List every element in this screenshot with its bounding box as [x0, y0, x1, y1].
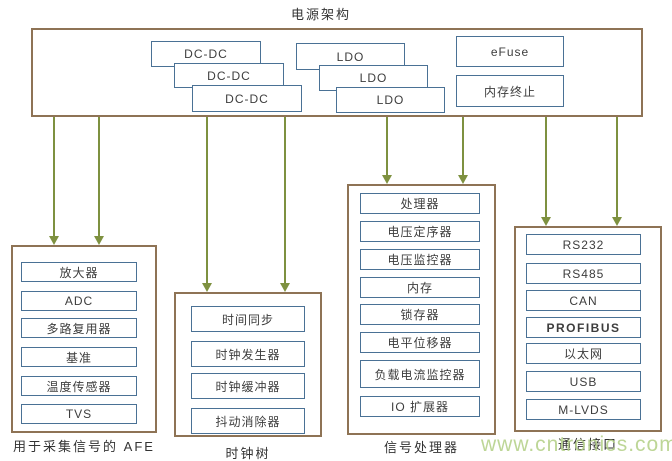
block-amplifier: 放大器 — [21, 262, 137, 282]
block-latch: 锁存器 — [360, 304, 480, 325]
arrow-to-comm-interface-1 — [540, 117, 551, 226]
group-afe-label: 用于采集信号的 AFE — [13, 439, 155, 454]
arrow-to-comm-interface-2 — [611, 117, 622, 226]
diagram-title: 电源架构 — [290, 7, 351, 22]
block-jitter-cleaner: 抖动消除器 — [191, 408, 305, 434]
cntronics-watermark: www.cntronics.com — [481, 433, 672, 456]
group-afe: 放大器 ADC 多路复用器 基准 温度传感器 TVS — [11, 245, 157, 433]
block-clock-generator: 时钟发生器 — [191, 341, 305, 367]
block-can: CAN — [526, 290, 641, 311]
block-io-expander: IO 扩展器 — [360, 396, 480, 417]
block-level-shifter: 电平位移器 — [360, 332, 480, 353]
group-comm-interface: RS232 RS485 CAN PROFIBUS 以太网 USB M-LVDS — [514, 226, 662, 432]
block-rs485: RS485 — [526, 263, 641, 284]
group-comm-interface-label: 通信接口 — [557, 437, 618, 452]
block-reference: 基准 — [21, 347, 137, 367]
efuse-block: eFuse — [456, 36, 564, 67]
block-multiplexer: 多路复用器 — [21, 318, 137, 338]
block-voltage-sequencer: 电压定序器 — [360, 221, 480, 242]
arrow-to-signal-processor-1 — [381, 117, 392, 184]
block-tvs: TVS — [21, 404, 137, 424]
dcdc-block-3: DC-DC — [192, 85, 302, 112]
block-memory: 内存 — [360, 277, 480, 298]
arrow-to-clock-tree-1 — [201, 117, 212, 292]
block-adc: ADC — [21, 291, 137, 311]
block-ethernet: 以太网 — [526, 343, 641, 364]
block-profibus: PROFIBUS — [526, 317, 641, 338]
block-temp-sensor: 温度传感器 — [21, 376, 137, 396]
block-time-sync: 时间同步 — [191, 306, 305, 332]
block-load-current-monitor: 负载电流监控器 — [360, 360, 480, 388]
block-rs232: RS232 — [526, 234, 641, 255]
ldo-block-3: LDO — [336, 87, 445, 113]
block-processor: 处理器 — [360, 193, 480, 214]
dcdc-block-1: DC-DC — [151, 41, 261, 67]
arrow-to-afe-2 — [93, 117, 104, 245]
group-signal-processor: 处理器 电压定序器 电压监控器 内存 锁存器 电平位移器 负载电流监控器 IO … — [347, 184, 496, 435]
block-clock-buffer: 时钟缓冲器 — [191, 373, 305, 399]
block-mlvds: M-LVDS — [526, 399, 641, 420]
group-clock-tree: 时间同步 时钟发生器 时钟缓冲器 抖动消除器 — [174, 292, 322, 437]
block-voltage-monitor: 电压监控器 — [360, 249, 480, 270]
arrow-to-signal-processor-2 — [457, 117, 468, 184]
arrow-to-clock-tree-2 — [279, 117, 290, 292]
block-usb: USB — [526, 371, 641, 392]
arrow-to-afe-1 — [48, 117, 59, 245]
group-signal-processor-label: 信号处理器 — [383, 440, 459, 455]
memory-termination-block: 内存终止 — [456, 75, 564, 107]
power-architecture-box: DC-DC DC-DC DC-DC LDO LDO LDO eFuse 内存终止 — [31, 28, 643, 117]
group-clock-tree-label: 时钟树 — [225, 446, 271, 461]
